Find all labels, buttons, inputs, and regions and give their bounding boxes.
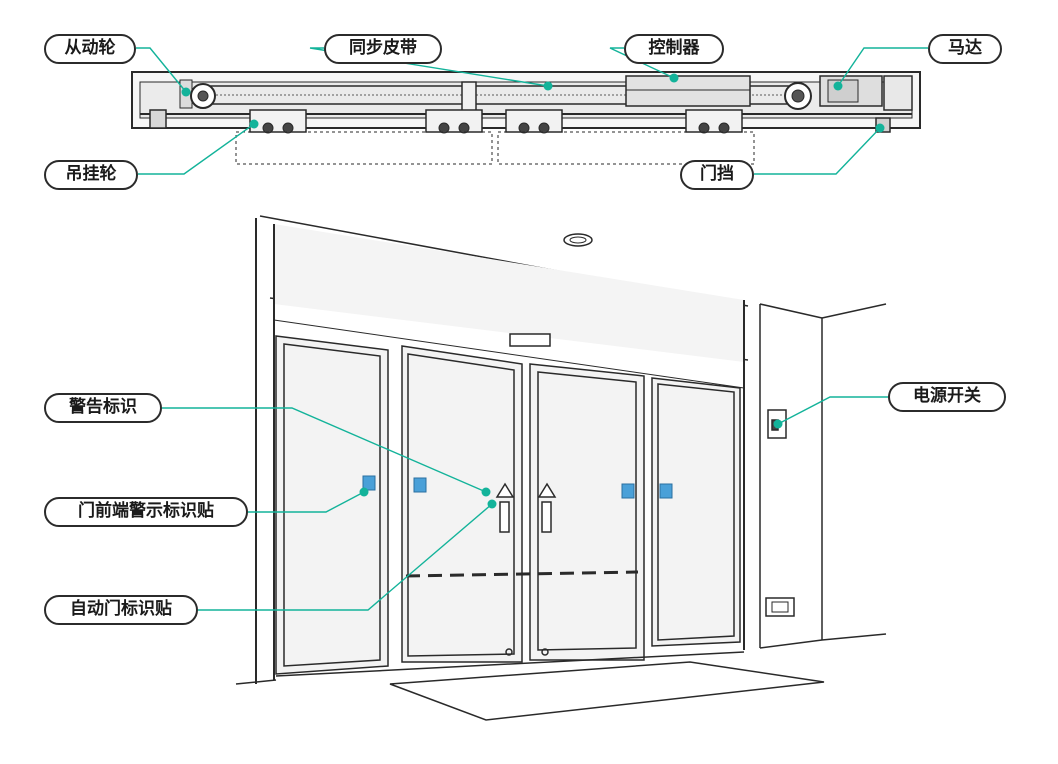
door-stickers: [362, 475, 673, 499]
controller-box: [625, 75, 751, 107]
label-power-switch: 电源开关: [888, 382, 1006, 412]
leader-lines: [136, 47, 928, 611]
door-operator-unit: [131, 71, 921, 165]
label-warning-sign: 警告标识: [44, 393, 162, 423]
label-timing-belt: 同步皮带: [324, 34, 442, 64]
floor-mat: [389, 661, 825, 721]
leader-dots: [181, 73, 885, 509]
label-auto-door-sticker: 自动门标识贴: [44, 595, 198, 625]
label-hanger-wheel: 吊挂轮: [44, 160, 138, 190]
label-driven-wheel: 从动轮: [44, 34, 136, 64]
label-front-warning-sticker: 门前端警示标识贴: [44, 497, 248, 527]
entrance-view: [235, 215, 887, 721]
ceiling-light: [563, 233, 593, 247]
motion-sensor: [509, 333, 551, 347]
label-door-stop: 门挡: [680, 160, 754, 190]
label-controller: 控制器: [624, 34, 724, 64]
door-handles: [495, 482, 557, 533]
label-motor: 马达: [928, 34, 1002, 64]
